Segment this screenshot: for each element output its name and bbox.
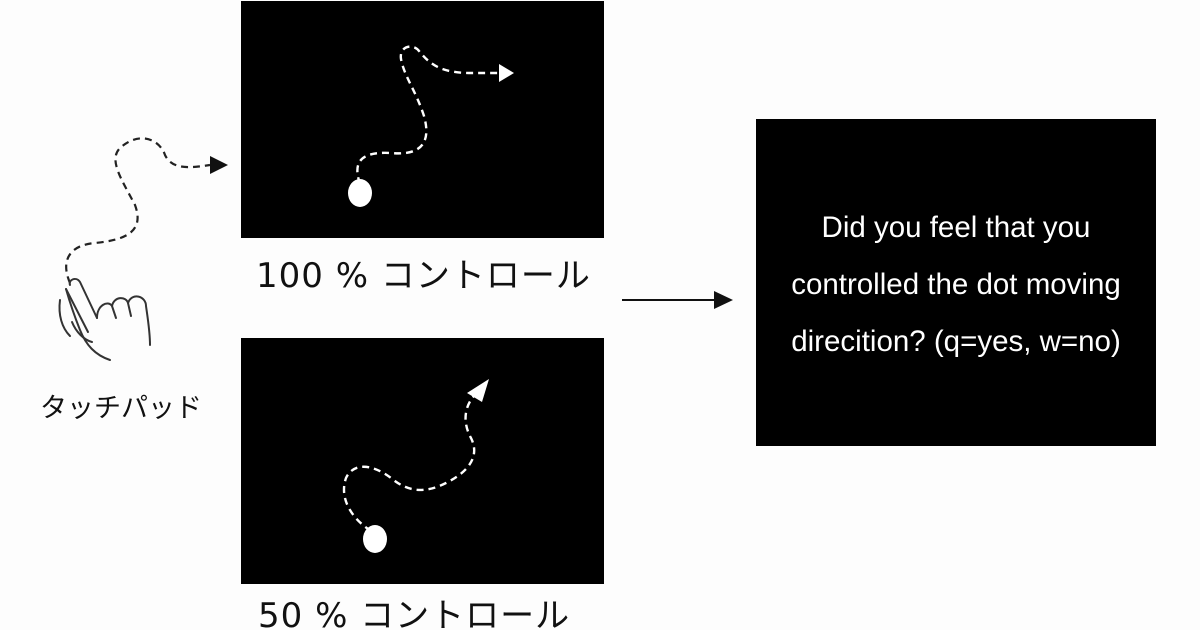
control-50-trajectory [342,379,489,553]
dot-icon [363,525,387,553]
dot-trajectory-arrowhead [467,379,489,402]
finger-trajectory-path [65,137,211,284]
question-line: direcition? (q=yes, w=no) [791,325,1121,358]
control-100-trajectory [348,45,514,207]
finger-trajectory-arrowhead [210,156,228,174]
control-50-label: 50 % コントロール [258,596,571,630]
right-arrow-icon [714,291,733,309]
control-100-label: 100 % コントロール [256,256,591,296]
question-line: controlled the dot moving [791,268,1121,301]
dot-trajectory-arrowhead [499,64,514,82]
question-text: Did you feel that you controlled the dot… [756,199,1156,370]
question-screen: Did you feel that you controlled the dot… [756,119,1156,446]
pointing-hand-icon [58,278,151,361]
touchpad-label: タッチパッド [40,393,202,424]
control-100-screen [241,1,604,238]
dot-trajectory-path [356,45,503,185]
dot-icon [348,179,372,207]
dot-trajectory-path [342,393,477,533]
control-50-screen [241,338,604,584]
question-line: Did you feel that you [821,211,1091,244]
